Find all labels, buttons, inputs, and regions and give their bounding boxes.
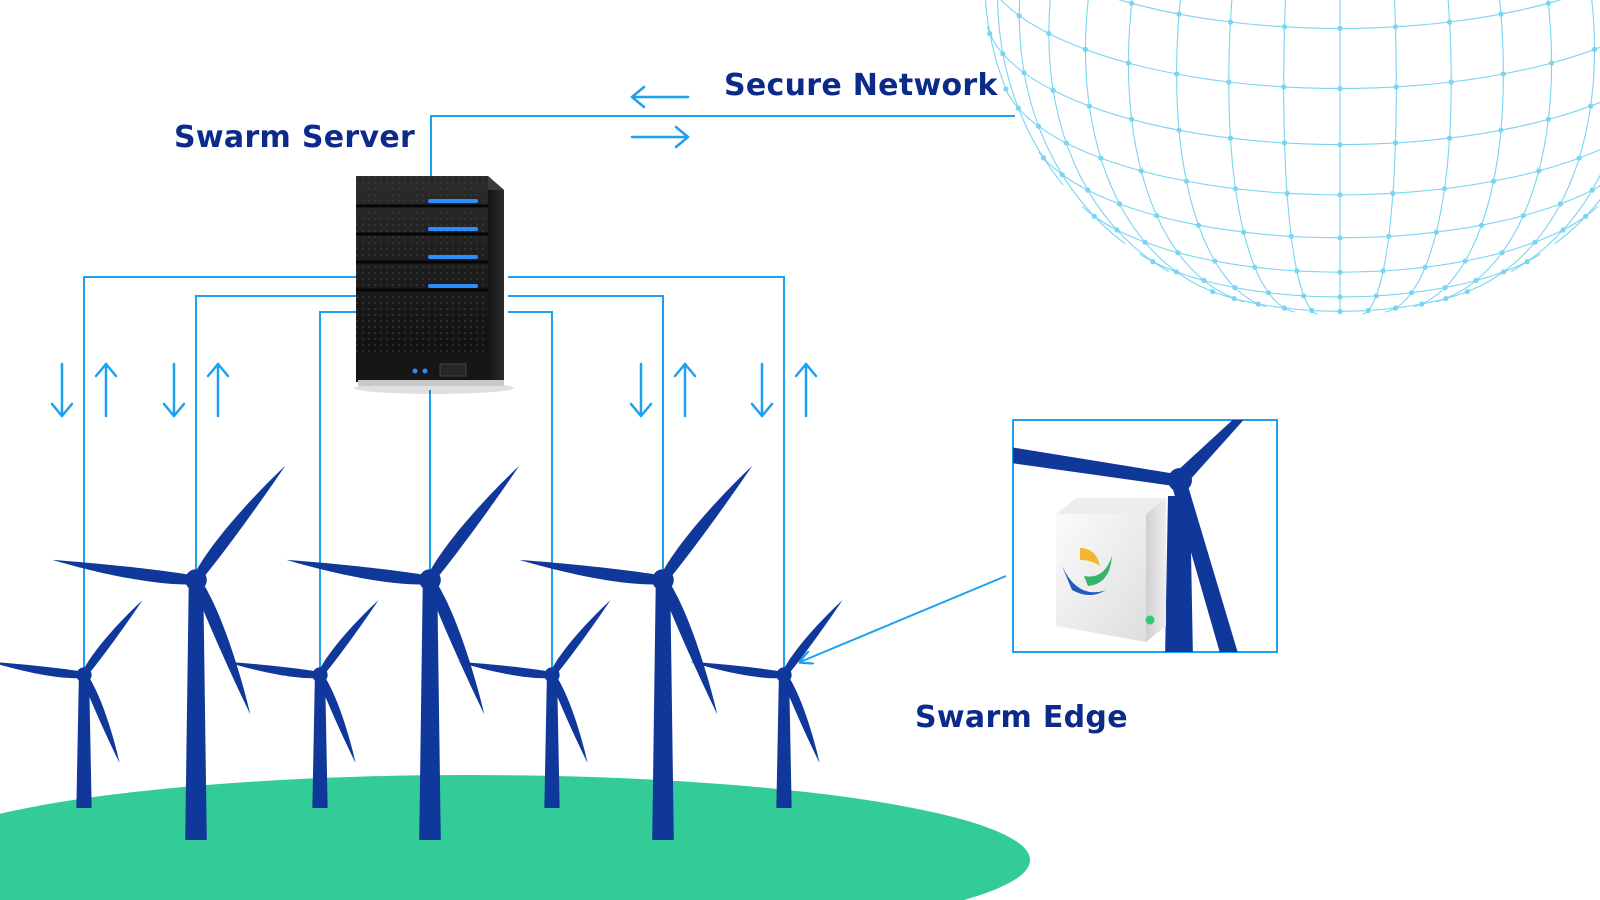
link-arrow-right-icon xyxy=(630,125,690,149)
wind-turbine-icon xyxy=(457,600,611,808)
server-tower-icon xyxy=(354,176,514,394)
inset-turbine-blade xyxy=(1176,420,1244,482)
inset-turbine-tower xyxy=(1165,496,1193,652)
link-turbine-1 xyxy=(83,276,360,668)
up-down-arrow-icon xyxy=(162,362,230,418)
edge-pointer-arrow xyxy=(800,575,1007,662)
ground-hill xyxy=(0,775,1030,900)
link-turbine-7 xyxy=(508,276,785,672)
wind-turbine-icon xyxy=(0,600,143,808)
link-turbine-3 xyxy=(319,311,360,675)
server-links xyxy=(83,276,785,675)
globe-mesh-icon xyxy=(984,0,1600,315)
edge-device-box-icon xyxy=(1056,498,1166,642)
secure-network-link xyxy=(430,115,1015,182)
inset-turbine-hub xyxy=(1168,468,1192,492)
swarm-edge-label: Swarm Edge xyxy=(915,700,1128,735)
wind-turbine-icon xyxy=(519,465,753,840)
up-down-arrow-icon xyxy=(750,362,818,418)
wind-turbine-icon xyxy=(286,465,520,840)
link-turbine-2 xyxy=(195,295,360,575)
wind-turbine-icon xyxy=(225,600,379,808)
data-flow-arrows xyxy=(50,362,818,418)
up-down-arrow-icon xyxy=(50,362,118,418)
link-arrow-left-icon xyxy=(630,85,690,109)
wind-farm xyxy=(0,465,843,840)
edge-inset xyxy=(1012,419,1278,653)
wind-turbine-icon xyxy=(52,465,286,840)
link-turbine-6 xyxy=(508,295,664,575)
inset-turbine-blade xyxy=(1013,447,1176,486)
secure-network-label: Secure Network xyxy=(724,68,998,103)
up-down-arrow-icon xyxy=(629,362,697,418)
swarm-server-label: Swarm Server xyxy=(174,120,416,155)
link-turbine-5 xyxy=(508,311,553,672)
inset-turbine-blade xyxy=(1172,486,1238,652)
